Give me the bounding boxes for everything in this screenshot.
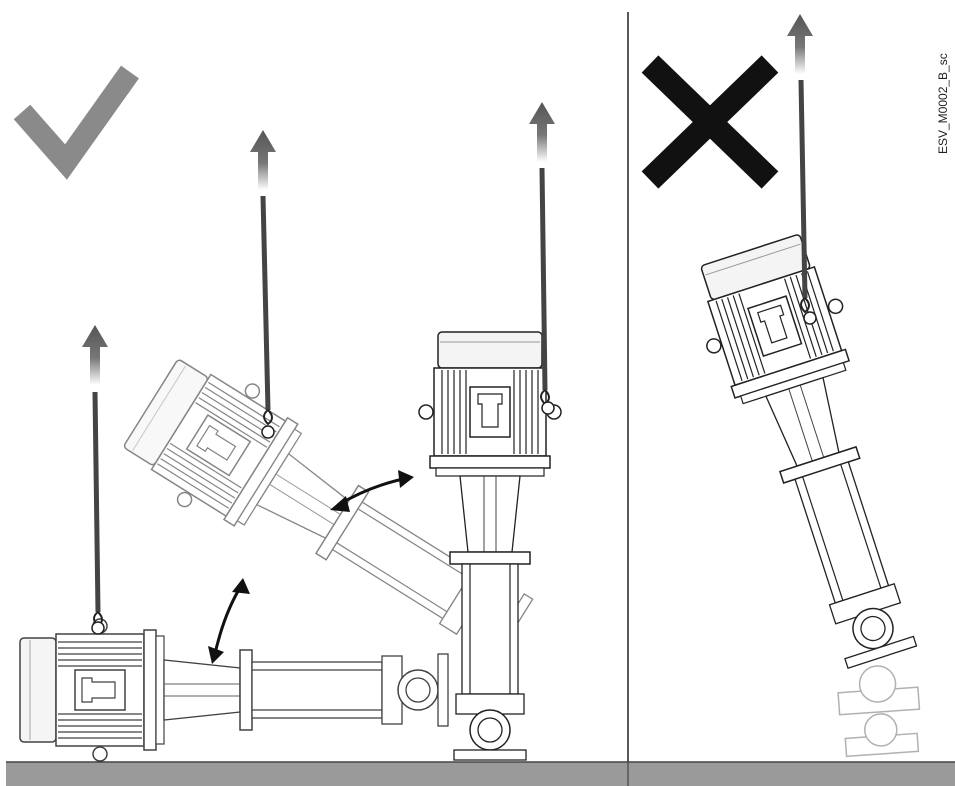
rotation-arrow-upper — [330, 470, 414, 512]
pump-incorrect-lift — [681, 227, 951, 680]
lifting-arrow-2 — [250, 130, 276, 439]
cross-icon — [641, 55, 779, 189]
lifting-arrow-3 — [529, 102, 555, 415]
lifting-arrow-incorrect — [787, 14, 817, 325]
checkmark-icon — [13, 65, 139, 180]
pump-incorrect-ghost — [837, 665, 921, 758]
rotation-arrow-lower — [208, 578, 250, 664]
floor — [6, 762, 955, 786]
pump-horizontal — [19, 618, 449, 762]
lifting-arrow-1 — [82, 325, 108, 635]
document-code: ESV_M0002_B_sc — [936, 53, 950, 154]
